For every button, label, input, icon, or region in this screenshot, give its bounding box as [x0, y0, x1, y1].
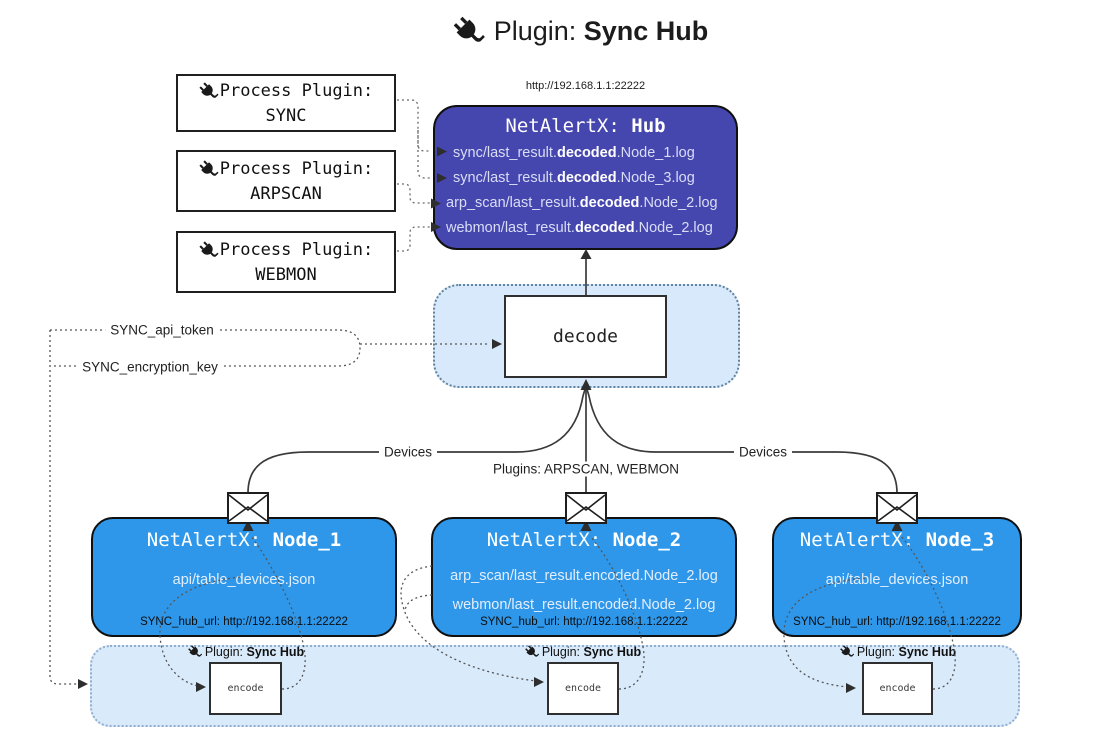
- node-title: NetAlertX: Node_2: [486, 529, 682, 551]
- page-title-text: Plugin: Sync Hub: [494, 16, 709, 47]
- process-plugin-label: Process Plugin:: [219, 240, 374, 260]
- process-plugin-name: SYNC: [265, 106, 307, 126]
- encoder-plugin-label: Plugin: Sync Hub: [840, 645, 956, 659]
- hub-title: NetAlertX: Hub: [435, 113, 736, 139]
- devices-left-label: Devices: [378, 444, 438, 460]
- process-plugin-webmon: Process Plugin: WEBMON: [176, 231, 396, 293]
- hub-log-line: webmon/last_result.decoded.Node_2.log: [446, 220, 713, 236]
- process-plugin-name: ARPSCAN: [250, 184, 322, 204]
- node-hub-url: SYNC_hub_url: http://192.168.1.1:22222: [480, 616, 688, 628]
- node-line: api/table_devices.json: [172, 572, 316, 588]
- devices-right-label: Devices: [733, 444, 793, 460]
- encode-box-3: encode: [862, 662, 933, 715]
- encoder-plugin-label: Plugin: Sync Hub: [188, 645, 304, 659]
- title-prefix: Plugin:: [493, 16, 577, 46]
- title-name: Sync Hub: [583, 16, 709, 46]
- hub-log-line: arp_scan/last_result.decoded.Node_2.log: [446, 195, 718, 211]
- plug-icon: [195, 237, 222, 264]
- node-line: api/table_devices.json: [825, 572, 969, 588]
- plug-icon: [195, 156, 222, 183]
- node-line: webmon/last_result.encoded.Node_2.log: [452, 597, 716, 613]
- decode-box: decode: [504, 295, 667, 378]
- encoder-plugin-label: Plugin: Sync Hub: [525, 645, 641, 659]
- sync-api-token-label: SYNC_api_token: [105, 322, 219, 338]
- encode-box-2: encode: [547, 662, 619, 715]
- node-title: NetAlertX: Node_3: [799, 529, 995, 551]
- plug-icon: [185, 642, 205, 662]
- sync-encryption-key-label: SYNC_encryption_key: [77, 359, 223, 375]
- node-2-box: NetAlertX: Node_2 arp_scan/last_result.e…: [431, 517, 737, 637]
- node-1-box: NetAlertX: Node_1 api/table_devices.json…: [91, 517, 397, 637]
- process-plugin-label: Process Plugin:: [219, 81, 374, 101]
- plugins-mid-label: Plugins: ARPSCAN, WEBMON: [487, 461, 685, 477]
- page-title: Plugin: Sync Hub: [0, 16, 1117, 47]
- hub-log-line: sync/last_result.decoded.Node_1.log: [453, 145, 695, 161]
- hub-log-line: sync/last_result.decoded.Node_3.log: [453, 170, 695, 186]
- arrowhead: [78, 679, 88, 689]
- node-hub-url: SYNC_hub_url: http://192.168.1.1:22222: [793, 616, 1001, 628]
- arrowhead: [580, 249, 592, 259]
- plug-icon: [446, 10, 490, 54]
- node-line: arp_scan/last_result.encoded.Node_2.log: [450, 568, 718, 584]
- hub-title-prefix: NetAlertX:: [505, 115, 620, 137]
- plug-icon: [195, 78, 222, 105]
- process-plugin-arpscan: Process Plugin: ARPSCAN: [176, 150, 396, 212]
- hub-title-name: Hub: [631, 115, 666, 137]
- process-plugin-label: Process Plugin:: [219, 159, 374, 179]
- node-title: NetAlertX: Node_1: [146, 529, 342, 551]
- plug-icon: [522, 642, 542, 662]
- node-hub-url: SYNC_hub_url: http://192.168.1.1:22222: [140, 616, 348, 628]
- process-plugin-name: WEBMON: [255, 265, 317, 285]
- plug-icon: [837, 642, 857, 662]
- encode-box-1: encode: [209, 662, 282, 715]
- hub-box: NetAlertX: Hub sync/last_result.decoded.…: [433, 105, 738, 250]
- node-3-box: NetAlertX: Node_3 api/table_devices.json…: [772, 517, 1022, 637]
- hub-url-label: http://192.168.1.1:22222: [525, 80, 646, 92]
- process-plugin-sync: Process Plugin: SYNC: [176, 74, 396, 132]
